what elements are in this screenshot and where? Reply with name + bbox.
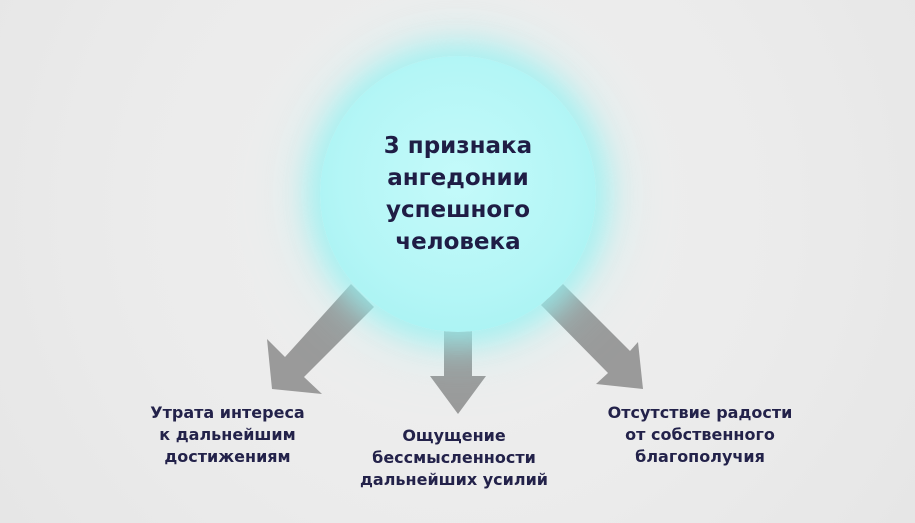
branch-label-right: Отсутствие радости от собственного благо… — [607, 403, 793, 466]
center-circle: 3 признака ангедонии успешного человека — [320, 56, 596, 332]
branch-label-left: Утрата интереса к дальнейшим достижениям — [150, 403, 305, 466]
arrow-left — [267, 284, 374, 394]
branch-label-center: Ощущение бессмысленности дальнейших усил… — [359, 426, 549, 489]
arrow-center — [430, 328, 486, 414]
arrow-right — [541, 284, 643, 389]
center-title: 3 признака ангедонии успешного человека — [383, 133, 533, 255]
